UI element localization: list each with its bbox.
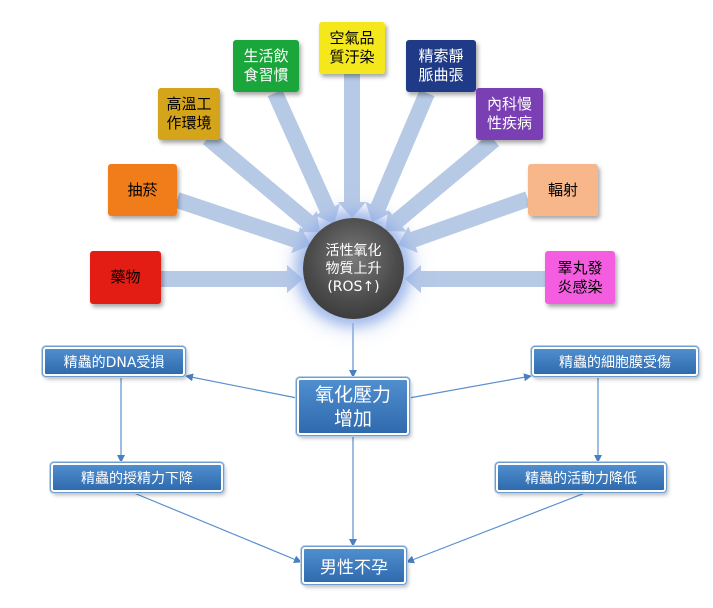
ros-center-circle: 活性氧化 物質上升 (ROS↑)	[303, 218, 404, 319]
arrow-oxidative-to-dna	[185, 373, 298, 399]
factor-radiation: 輻射	[528, 164, 598, 216]
arrow-fertilization-to-result	[133, 492, 302, 564]
factor-air-pollution: 空氣品 質汙染	[319, 22, 385, 74]
result-male-infertility: 男性不孕	[301, 546, 407, 585]
oxidative-stress-box: 氧化壓力 增加	[296, 377, 410, 436]
arrow-smoking	[174, 192, 311, 254]
ros-center-label: 活性氧化 物質上升 (ROS↑)	[325, 242, 382, 295]
factor-varicocele: 精索靜 脈曲張	[406, 40, 476, 92]
factor-heat: 高溫工 作環境	[158, 88, 220, 140]
factor-heat-label: 高溫工 作環境	[166, 95, 212, 132]
effect-dna-label: 精蟲的DNA受損	[63, 354, 165, 371]
effect-motility-label: 精蟲的活動力降低	[525, 470, 637, 487]
factor-orchitis: 睪丸發 炎感染	[545, 251, 615, 304]
factor-varicocele-label: 精索靜 脈曲張	[418, 47, 464, 84]
factor-lifestyle: 生活飲 食習慣	[233, 40, 299, 92]
factor-internal-label: 內科慢 性疾病	[486, 95, 532, 132]
factor-air-label: 空氣品 質汙染	[329, 29, 375, 66]
arrow-air	[338, 74, 366, 218]
arrow-lifestyle	[267, 89, 341, 224]
arrow-medicine	[161, 265, 303, 293]
effect-membrane-damage: 精蟲的細胞膜受傷	[531, 346, 699, 377]
arrow-oxidative-to-membrane	[408, 373, 532, 399]
effect-fertilization-label: 精蟲的授精力下降	[81, 470, 193, 487]
factor-smoking: 抽菸	[108, 164, 177, 216]
oxidative-stress-label: 氧化壓力 增加	[314, 383, 391, 430]
arrow-orchitis	[405, 265, 545, 293]
factor-radiation-label: 輻射	[547, 180, 578, 199]
arrow-radiation	[398, 191, 531, 253]
effect-membrane-label: 精蟲的細胞膜受傷	[559, 354, 671, 371]
factor-smoking-label: 抽菸	[127, 180, 158, 199]
arrow-varicocele	[365, 89, 435, 223]
arrow-heat	[202, 131, 320, 233]
arrow-internal	[385, 133, 500, 232]
result-label: 男性不孕	[320, 558, 388, 578]
factor-orchitis-label: 睪丸發 炎感染	[557, 258, 603, 296]
factor-internal-disease: 內科慢 性疾病	[476, 88, 543, 140]
effect-fertilization-decline: 精蟲的授精力下降	[50, 462, 224, 493]
arrow-motility-to-result	[406, 492, 586, 564]
factor-lifestyle-label: 生活飲 食習慣	[243, 47, 289, 84]
factor-medicine-label: 藥物	[110, 268, 141, 286]
factor-medicine: 藥物	[90, 251, 161, 304]
effect-dna-damage: 精蟲的DNA受損	[42, 346, 186, 377]
effect-motility-decline: 精蟲的活動力降低	[495, 462, 667, 493]
